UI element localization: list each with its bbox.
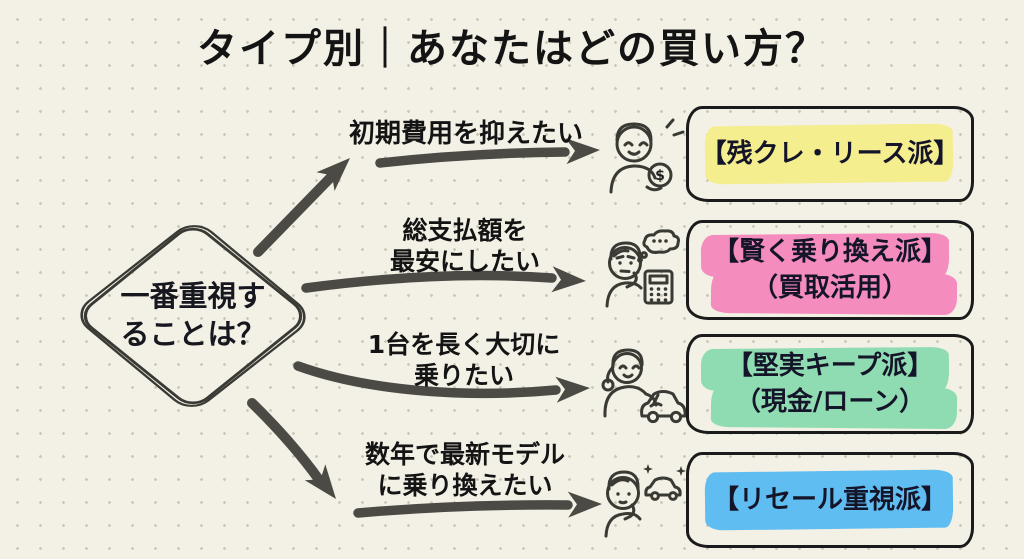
question-text: 一番重視す ることは？ [64,277,322,354]
person-hugging-car-icon [601,348,687,424]
page-title: タイプ別｜あなたはどの買い方？ [197,26,827,72]
result-text: 【賢く乗り換え派】 （買取活用） [712,236,947,303]
question-node: 一番重視す ることは？ [64,213,322,419]
question-line1: 一番重視す [120,279,266,313]
result-box-kashikoku-norikae: 【賢く乗り換え派】 （買取活用） [686,220,974,320]
result-text: 【堅実キープ派】 （現金/ローン） [726,350,934,417]
dollar-symbol: $ [655,168,665,184]
result-box-zankure-lease: 【残クレ・リース派】 [686,106,974,202]
result-box-kenjitsu-keep: 【堅実キープ派】 （現金/ローン） [686,334,974,434]
sparkle-icon [643,464,653,474]
person-thinking-calculator-icon [605,229,680,308]
result-text: 【残クレ・リース派】 [700,138,960,169]
person-holding-coin-icon: $ [609,118,685,194]
result-box-resale-jushi: 【リセール重視派】 [686,452,974,548]
diamond-outline [80,225,306,407]
sparkle-icon [676,466,686,476]
condition-label-row1: 初期費用を抑えたい [348,119,583,149]
condition-label-row3: 1台を長く大切に 乗りたい [367,330,561,390]
result-text: 【リセール重視派】 [712,484,947,515]
question-line2: ることは？ [120,317,266,352]
person-with-new-car-icon [604,464,686,538]
condition-label-row2: 総支払額を 最安にしたい [389,216,540,276]
condition-label-row4: 数年で最新モデル に乗り換えたい [364,440,565,500]
